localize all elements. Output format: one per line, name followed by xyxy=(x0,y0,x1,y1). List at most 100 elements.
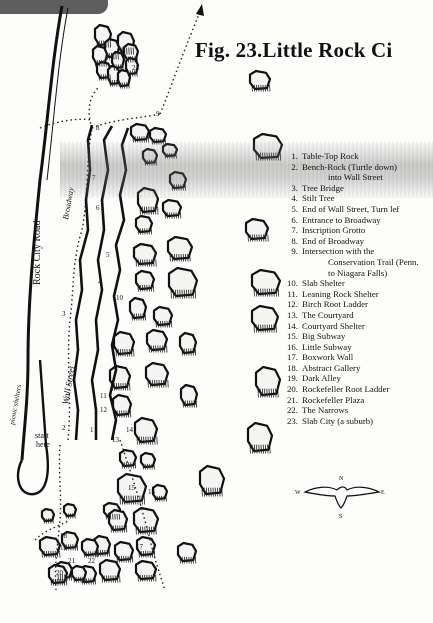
legend-item: 17.Boxwork Wall xyxy=(287,352,354,363)
point-number-13: 13 xyxy=(112,436,120,444)
rock xyxy=(198,464,226,496)
rock-hatch xyxy=(96,40,111,48)
legend-item: 21.Rockefeller Plaza xyxy=(287,394,365,405)
rock-hatch xyxy=(41,550,61,558)
rock xyxy=(145,328,169,352)
broadway-label: Broadway xyxy=(61,186,76,220)
point-number-4: 4 xyxy=(98,278,102,286)
compass-w: W xyxy=(295,490,301,496)
rock xyxy=(133,416,159,444)
start-label: start xyxy=(35,431,50,440)
rock-hatch xyxy=(151,138,166,145)
rock-hatch xyxy=(81,578,96,585)
point-number-23: 23 xyxy=(132,64,140,72)
rock-hatch xyxy=(148,345,168,353)
rock-hatch xyxy=(98,74,111,81)
rock-hatch xyxy=(142,463,155,470)
rock-hatch xyxy=(63,544,78,551)
rock xyxy=(62,502,78,518)
rock xyxy=(134,269,156,291)
rock-hatch xyxy=(119,47,134,55)
rock xyxy=(60,530,80,550)
point-number-12: 12 xyxy=(100,406,108,414)
rock xyxy=(244,217,270,241)
rock-hatch xyxy=(95,549,110,557)
rock-hatch xyxy=(119,495,145,505)
rock-hatch xyxy=(137,574,157,582)
point-number-9: 9 xyxy=(156,110,160,118)
rock-hatch xyxy=(253,288,279,297)
trail-paths xyxy=(34,11,201,591)
corner-tab xyxy=(0,0,108,14)
rock-hatch xyxy=(105,513,120,520)
rock-hatch xyxy=(249,444,271,454)
legend-item: 8.End of Broadway xyxy=(291,235,365,246)
point-number-18: 18 xyxy=(60,532,68,540)
legend-item: to Niagara Falls) xyxy=(328,267,388,278)
rock-hatch xyxy=(127,70,138,77)
rock-hatch xyxy=(137,284,155,292)
rock xyxy=(128,296,148,320)
point-number-8: 8 xyxy=(96,124,100,132)
rock-hatch xyxy=(154,495,167,502)
compass-bird-icon xyxy=(303,486,381,509)
rock-hatch xyxy=(65,513,76,519)
rock xyxy=(70,564,88,582)
legend-item: 9.Intersection with the xyxy=(291,246,375,257)
legend-item: 5.End of Wall Street, Turn lef xyxy=(291,203,400,214)
point-number-14: 14 xyxy=(126,426,134,434)
rock xyxy=(112,330,136,356)
rock-hatch xyxy=(131,313,146,321)
road-label: Rock City Road xyxy=(32,221,43,285)
road-edge xyxy=(46,7,69,181)
rock xyxy=(141,147,159,165)
point-number-10: 10 xyxy=(116,294,124,302)
rock xyxy=(135,535,157,557)
rock-hatch xyxy=(179,556,197,564)
rock-hatch xyxy=(171,184,186,191)
rock xyxy=(132,506,160,534)
picnic-loop xyxy=(16,359,49,496)
rock-hatch xyxy=(147,380,169,388)
rock xyxy=(113,540,135,562)
point-number-6: 6 xyxy=(96,204,100,212)
rock-hatch xyxy=(170,289,196,299)
rock xyxy=(40,507,56,523)
legend-item: 3.Tree Bridge xyxy=(291,182,344,193)
legend-item: 1.Table-Top Rock xyxy=(291,151,359,161)
rock-city-road xyxy=(20,5,64,461)
corridor-walls xyxy=(72,124,130,441)
rock xyxy=(148,126,168,144)
north-arrow-head xyxy=(196,4,204,16)
rock-hatch xyxy=(50,578,68,586)
rock-hatch xyxy=(101,575,121,583)
rock-hatch xyxy=(139,206,159,215)
point-number-7: 7 xyxy=(92,174,96,182)
rock-hatch xyxy=(144,159,157,166)
figure-title: Fig. 23.Little Rock Ci xyxy=(195,38,393,62)
rock xyxy=(250,304,280,332)
point-number-22: 22 xyxy=(88,557,96,565)
rock-hatch xyxy=(138,550,156,558)
rock-hatch xyxy=(113,64,124,71)
legend-item: 12.Birch Root Ladder xyxy=(287,299,368,310)
rock xyxy=(254,365,282,397)
compass-rose: N W E S xyxy=(295,476,385,520)
rock xyxy=(152,305,174,327)
point-number-16: 16 xyxy=(148,488,156,496)
rock-hatch xyxy=(125,56,138,63)
point-number-20: 20 xyxy=(56,569,64,577)
rock-formations xyxy=(38,23,284,585)
point-number-15: 15 xyxy=(128,484,136,492)
rock-hatch xyxy=(119,82,130,89)
rock xyxy=(248,69,272,91)
legend-item: 19.Dark Alley xyxy=(287,373,341,384)
rock-hatch xyxy=(135,259,157,267)
rock-hatch xyxy=(94,59,107,67)
rock xyxy=(151,483,169,501)
rock-hatch xyxy=(251,84,271,92)
rock-hatch xyxy=(57,574,72,581)
rock xyxy=(110,50,126,70)
